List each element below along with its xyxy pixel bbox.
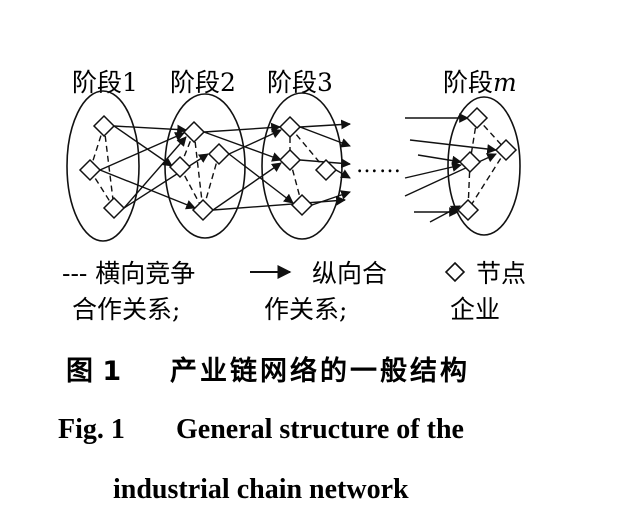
node-diamond (102, 196, 126, 220)
figure-title-en-line2: industrial chain network (113, 474, 409, 505)
node-diamond (494, 138, 518, 162)
figure-number-cn: 图 1 (66, 356, 121, 387)
legend-cooperation-text-line2: 作关系; (264, 295, 347, 324)
competition-line (469, 117, 478, 163)
cooperation-arrow (299, 126, 351, 148)
cooperation-arrow (311, 190, 351, 206)
node-diamond (92, 114, 116, 138)
cooperation-arrow (203, 131, 282, 162)
node-enterprises (78, 106, 518, 222)
legend-cooperation-text: 纵向合 (312, 259, 387, 288)
node-diamond (458, 150, 482, 174)
cooperation-arrow (123, 153, 209, 209)
cooperation-arrow (404, 162, 462, 179)
cooperation-arrow (203, 122, 281, 133)
node-diamond (278, 148, 302, 172)
legend-node-diamond-icon (444, 261, 466, 283)
stage-m-prefix: 阶段 (443, 68, 493, 97)
legend: --- 横向竞争 合作关系; 纵向合 作关系; 节点 企业 (62, 259, 526, 324)
node-diamond (182, 120, 206, 144)
node-diamond (290, 193, 314, 217)
node-diamond (465, 106, 489, 130)
cooperation-arrow (417, 154, 462, 166)
cooperation-arrow (113, 124, 187, 135)
figure-title-cn: 产业链网络的一般结构 (170, 355, 470, 387)
legend-competition-text: --- 横向竞争 (62, 259, 195, 288)
stage-m-variable: m (493, 68, 517, 97)
cooperation-arrow (335, 169, 351, 179)
node-diamond (456, 198, 480, 222)
competition-lines (89, 117, 507, 211)
node-diamond (168, 155, 192, 179)
stage-2-label: 阶段2 (170, 68, 236, 97)
legend-node-text-line2: 企业 (450, 295, 500, 324)
node-diamond (191, 198, 215, 222)
competition-line (89, 169, 115, 209)
stage-ellipsis-dots: …… (356, 153, 402, 178)
stage-3-label: 阶段3 (267, 68, 333, 97)
figure-title-en-line1: General structure of the (176, 414, 464, 445)
cooperation-arrow (123, 136, 187, 209)
legend-competition-text-line2: 合作关系; (72, 295, 180, 324)
cooperation-arrow (228, 153, 294, 204)
legend-node-text: 节点 (476, 259, 526, 288)
node-diamond (207, 142, 231, 166)
cooperation-arrow (99, 169, 196, 210)
cooperation-arrow (212, 195, 346, 211)
cooperation-arrows (99, 113, 497, 223)
competition-line (103, 125, 115, 209)
cooperation-arrow (429, 205, 461, 223)
cooperation-arrow (299, 119, 351, 130)
figure-number-en: Fig. 1 (58, 414, 125, 445)
competition-line (467, 149, 507, 211)
cooperation-arrow (404, 153, 497, 197)
stage-1-ellipse (66, 90, 140, 242)
stage-1-label: 阶段1 (72, 68, 138, 97)
competition-line (289, 159, 303, 206)
cooperation-arrow (228, 129, 282, 155)
competition-line (193, 131, 204, 211)
cooperation-arrow (99, 132, 185, 171)
node-diamond (314, 158, 338, 182)
cooperation-arrow (113, 125, 173, 167)
cooperation-arrow (212, 162, 282, 211)
stage-m-label: 阶段m (443, 68, 517, 97)
cooperation-arrow (409, 139, 497, 154)
node-diamond (78, 158, 102, 182)
node-diamond (278, 115, 302, 139)
stage-m-ellipse (447, 96, 521, 236)
competition-line (89, 125, 105, 171)
